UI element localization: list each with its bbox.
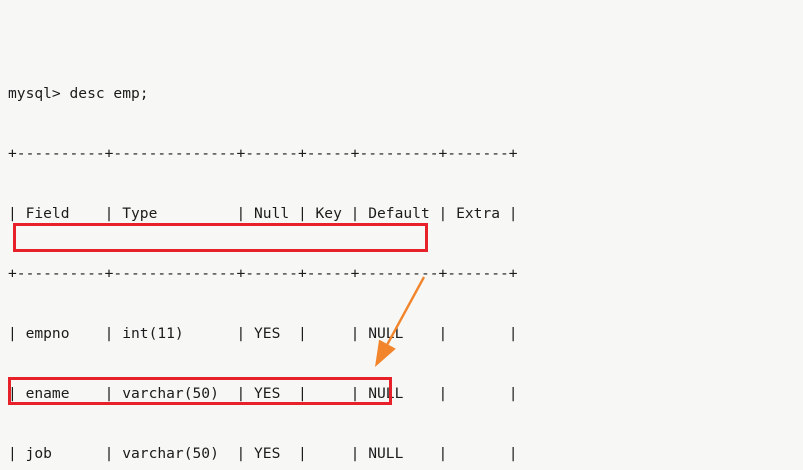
table-row-emp-job: | job | varchar(50) | YES | | NULL | | [8, 445, 518, 462]
table-row-emp-ename: | ename | varchar(50) | YES | | NULL | | [8, 385, 518, 402]
table-row-emp-empno: | empno | int(11) | YES | | NULL | | [8, 325, 518, 342]
terminal-console[interactable]: mysql> desc emp; +----------+-----------… [8, 4, 518, 470]
table-rule-top-emp: +----------+--------------+------+-----+… [8, 145, 518, 162]
table-header-emp: | Field | Type | Null | Key | Default | … [8, 205, 518, 222]
table-rule-mid-emp: +----------+--------------+------+-----+… [8, 265, 518, 282]
command-line-desc-emp: mysql> desc emp; [8, 85, 149, 102]
